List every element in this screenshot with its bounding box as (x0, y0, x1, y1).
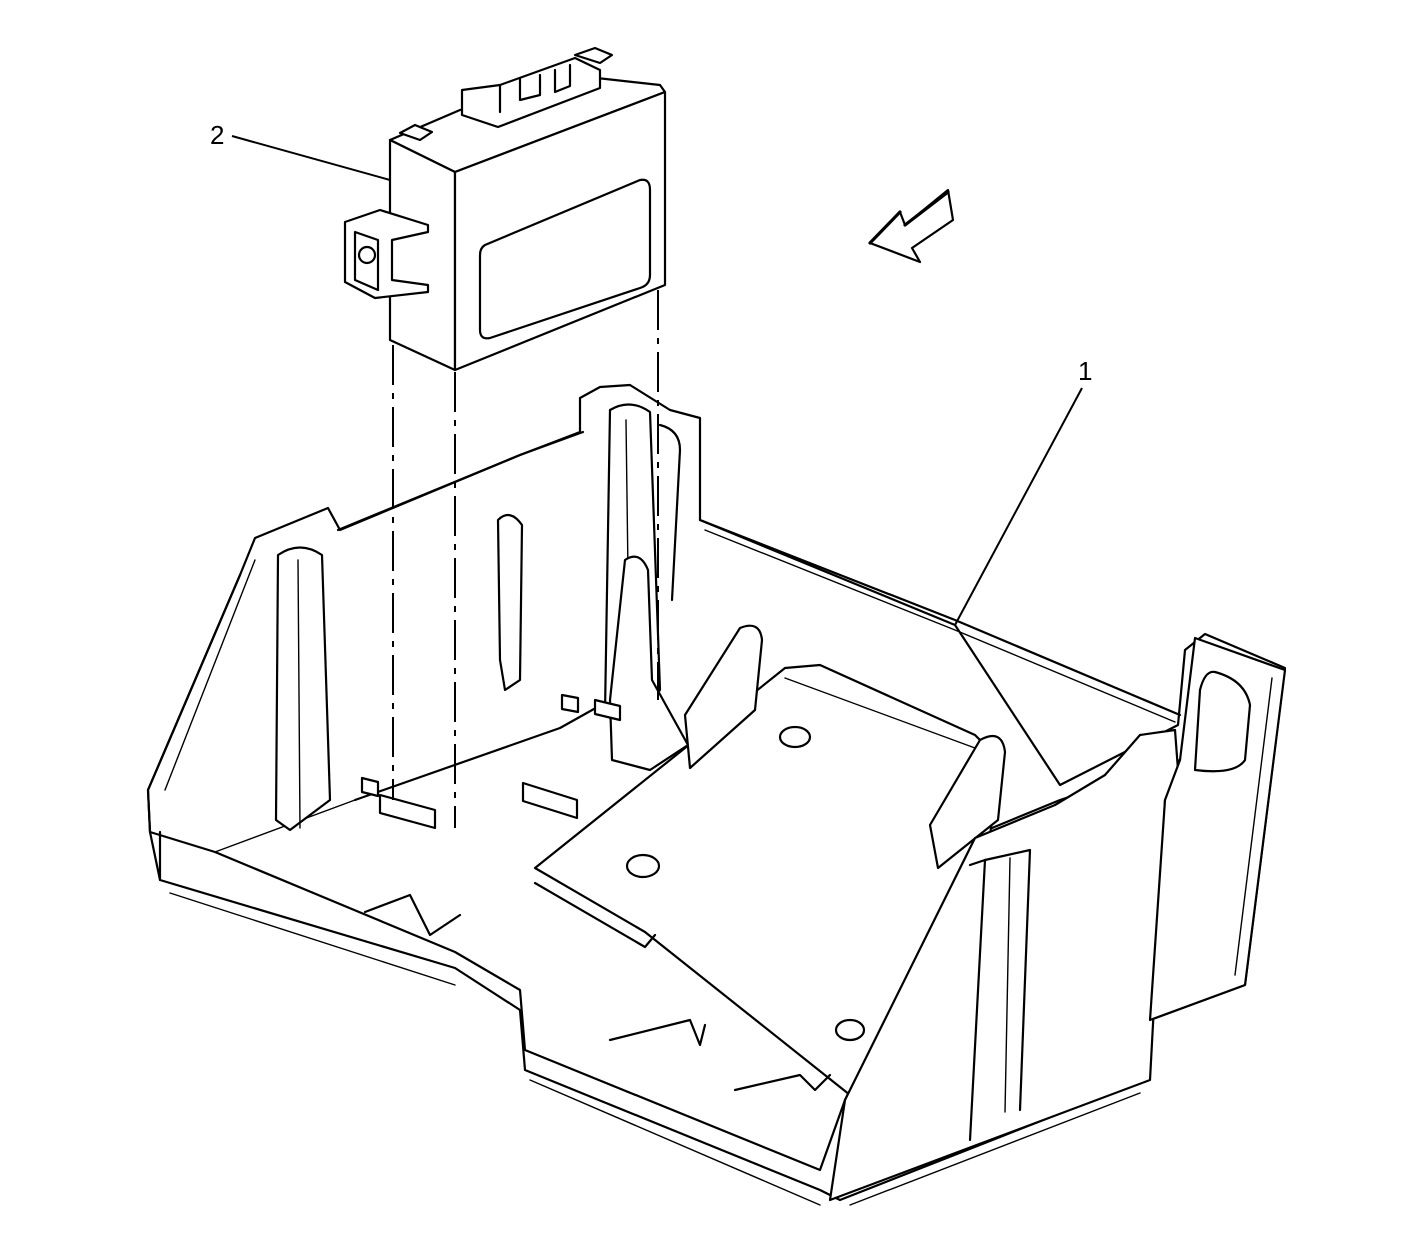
callout-2-leader (231, 135, 391, 181)
mount-hole-3 (834, 1018, 866, 1042)
mount-hole-2 (625, 853, 661, 879)
electronic-control-module (343, 46, 667, 372)
callout-2-label: 2 (210, 120, 224, 150)
callout-1-leader (954, 387, 1083, 626)
battery-tray (146, 383, 1287, 1206)
callout-2: 2 (210, 120, 391, 181)
callout-1-label: 1 (1078, 356, 1092, 386)
alignment-lines (392, 290, 659, 828)
forward-direction-arrow-icon (868, 188, 955, 264)
callout-1: 1 (954, 356, 1092, 626)
mount-hole-1 (778, 725, 812, 749)
